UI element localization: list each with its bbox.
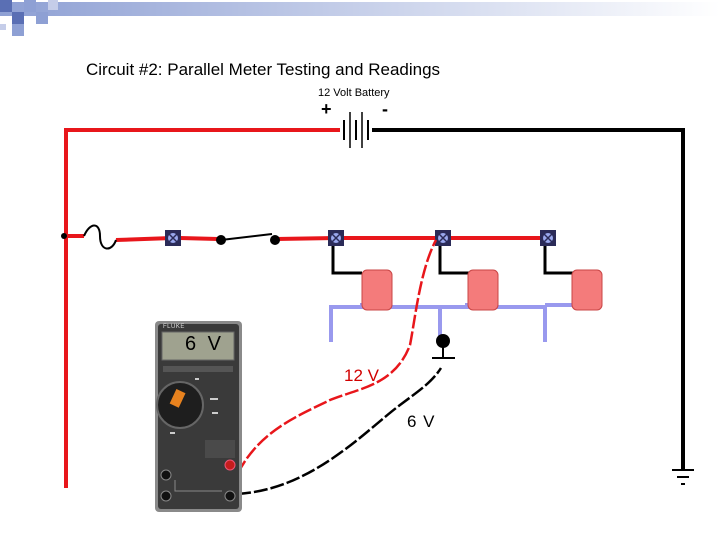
battery-label: 12 Volt Battery <box>318 87 390 99</box>
return-wires <box>329 303 575 342</box>
slide-corner-decoration <box>0 0 720 36</box>
lamp-icon <box>361 269 603 311</box>
ground-icon <box>432 341 455 359</box>
hot-wires <box>62 128 548 488</box>
ground-icon <box>672 469 694 485</box>
black-probe-lead <box>236 367 443 496</box>
terminal-icon <box>165 230 556 246</box>
meter-jack-v[interactable] <box>224 459 236 471</box>
red-probe-reading: 12 V <box>344 366 379 385</box>
page-title: Circuit #2: Parallel Meter Testing and R… <box>86 60 441 79</box>
multimeter-icon[interactable] <box>155 321 242 512</box>
meter-brand: FLUKE <box>163 324 185 330</box>
battery-icon <box>343 112 369 148</box>
meter-display <box>161 331 235 361</box>
meter-jack-ma[interactable] <box>160 490 172 502</box>
black-probe-reading: 6 V <box>407 412 436 431</box>
battery-negative-label: - <box>382 99 388 119</box>
switch-icon[interactable] <box>216 233 280 245</box>
fuse-icon <box>83 224 117 250</box>
meter-jack-com[interactable] <box>224 490 236 502</box>
lamp-feed-wires <box>331 240 576 275</box>
ground-wire <box>372 128 685 470</box>
meter-jack-a[interactable] <box>160 469 172 481</box>
meter-reading: 6 V <box>185 333 225 355</box>
red-probe-lead <box>236 239 438 474</box>
battery-positive-label: + <box>321 99 332 119</box>
